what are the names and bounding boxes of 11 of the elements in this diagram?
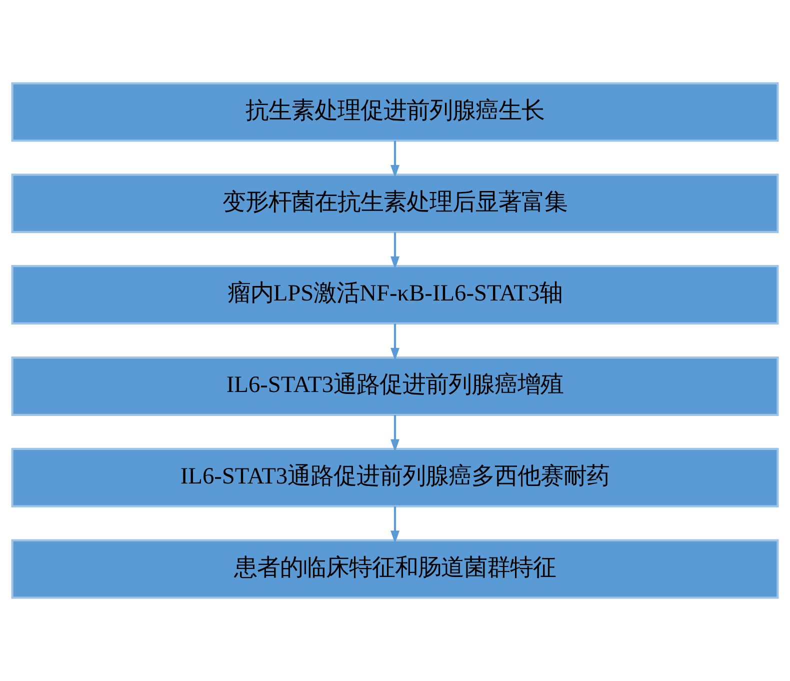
node-box: IL6-STAT3通路促进前列腺癌增殖 [11,356,779,416]
arrow [390,324,400,361]
node-box: 抗生素处理促进前列腺癌生长 [11,82,779,142]
node-box: 瘤内LPS激活NF-κB-IL6-STAT3轴 [11,265,779,325]
node-box: IL6-STAT3通路促进前列腺癌多西他赛耐药 [11,448,779,508]
arrow [390,232,400,270]
node-box: 患者的临床特征和肠道菌群特征 [11,539,779,599]
arrow [390,140,400,178]
arrow [390,415,400,452]
arrow [390,506,400,544]
node-box: 变形杆菌在抗生素处理后显著富集 [11,174,779,234]
